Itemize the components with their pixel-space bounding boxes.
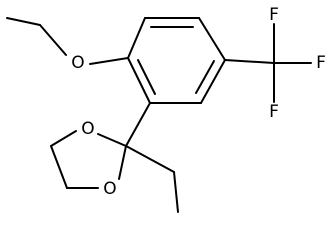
atom-label: O xyxy=(103,179,116,199)
bond-ring-c4-c5-inner xyxy=(195,60,215,94)
atom-fluorine-right: F xyxy=(316,53,326,73)
bond-ring-c6-c1 xyxy=(127,57,151,104)
bond-ethyl-ch2-ch3 xyxy=(173,171,179,213)
bond-ring-c4-c5 xyxy=(200,59,226,104)
molecule-structure-diagram: O F F F O O xyxy=(6,5,326,213)
atom-fluorine-bottom: F xyxy=(269,102,279,122)
bond-ketal-o-bottom xyxy=(118,145,127,180)
bond-o-aryl xyxy=(89,57,129,65)
bond-ring-c3-c4 xyxy=(198,17,226,61)
atom-oxygen-ethoxy: O xyxy=(71,53,84,73)
atom-oxygen-ring-top: O xyxy=(81,119,94,139)
bond-o-top-ch2 xyxy=(50,130,77,147)
bond-aryl-ketal-carbon xyxy=(125,102,151,147)
atom-fluorine-top: F xyxy=(269,5,279,25)
bond-aryl-cf3 xyxy=(224,59,275,64)
bond-ketal-ethyl-ch2 xyxy=(125,145,175,173)
atom-label: O xyxy=(81,119,94,139)
bond-ethyl-ch3-ch2 xyxy=(6,17,41,26)
atom-label: F xyxy=(269,5,279,25)
bond-ketal-o-top xyxy=(97,133,127,147)
atom-label: O xyxy=(71,53,84,73)
bond-ring-c1-c2 xyxy=(127,17,146,59)
bond-ch2-ch2 xyxy=(50,145,68,189)
atom-label: F xyxy=(316,53,326,73)
bond-ethyl-ch2-o xyxy=(39,24,67,56)
atom-label: F xyxy=(269,102,279,122)
bond-ring-c6-c1-inner xyxy=(137,59,156,95)
atom-oxygen-ring-bottom: O xyxy=(103,179,116,199)
